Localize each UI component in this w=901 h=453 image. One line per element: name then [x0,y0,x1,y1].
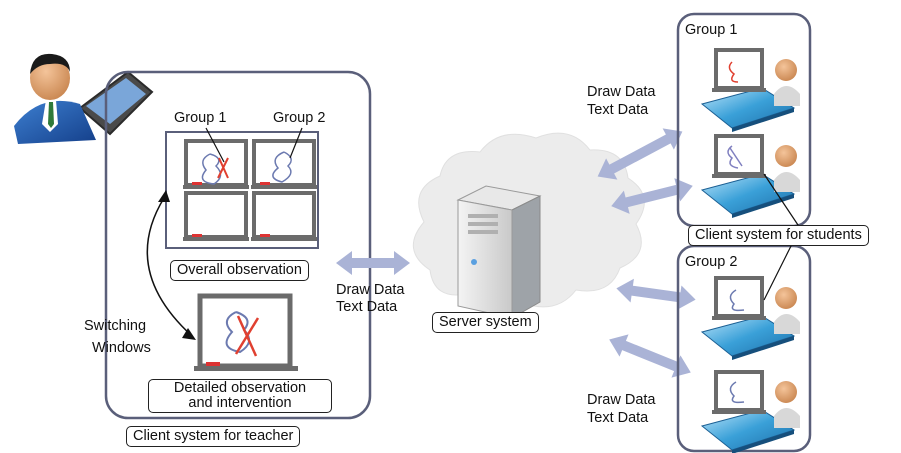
student-group1-b [700,134,802,220]
server-tower-icon [456,185,542,319]
students-pointer-top [763,173,801,229]
group1-pointer [205,127,225,163]
teacher-client-frame [104,70,372,420]
group2-pointer [289,127,303,159]
server-draw-data: Draw Data [336,282,405,298]
students-bottom-draw-data: Draw Data [587,392,656,408]
server-system-label: Server system [432,312,539,333]
teacher-group2-label: Group 2 [273,110,326,126]
switching-line2: Windows [92,340,151,356]
switching-arrow [146,190,196,340]
student-group2-a [700,276,802,362]
teacher-client-label: Client system for teacher [126,426,301,447]
data-arrows [336,128,696,378]
board-group2 [249,139,319,191]
students-client-label: Client system for students [688,225,869,246]
teacher-avatar [14,53,154,144]
students-bottom-text-data: Text Data [587,410,649,426]
student-group1-a [700,48,802,134]
group2-title: Group 2 [685,254,738,270]
server-text-data: Text Data [336,299,398,315]
switching-line1: Switching [84,318,147,334]
students-pointer-bottom [763,243,793,301]
student-group2-b [700,370,802,453]
teacher-group1-label: Group 1 [174,110,227,126]
group1-title: Group 1 [685,22,738,38]
detailed-observation-label: Detailed observation and intervention [148,379,332,413]
students-top-draw-data: Draw Data [587,84,656,100]
overall-observation-label: Overall observation [170,260,309,281]
overall-observation-grid [165,131,319,249]
detailed-line2: and intervention [188,395,292,411]
detailed-observation-board [194,293,298,371]
students-top-text-data: Text Data [587,102,649,118]
group2-frame [676,244,812,453]
detailed-line1: Detailed observation [173,380,307,396]
